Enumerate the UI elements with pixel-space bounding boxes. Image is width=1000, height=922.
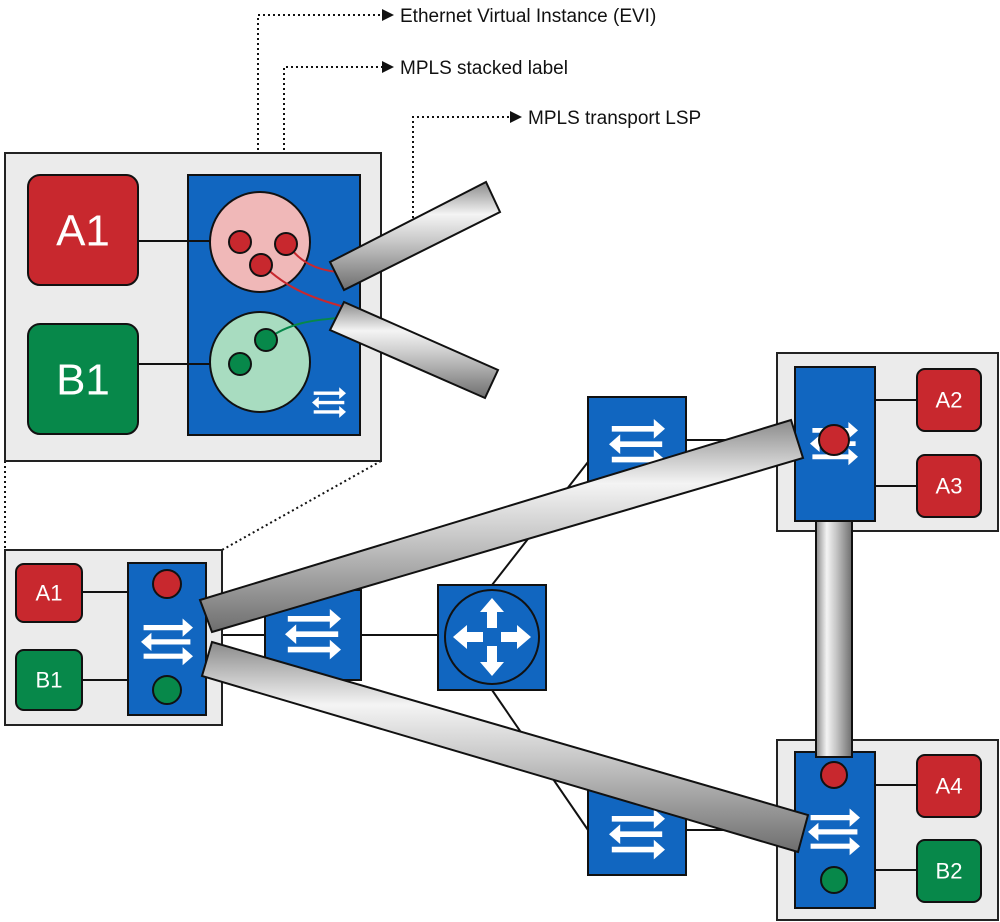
zoom-host-a1-label: A1 bbox=[56, 207, 110, 256]
left-host-a1[interactable] bbox=[15, 563, 83, 623]
red-evi-dot-icon bbox=[152, 569, 182, 599]
host-b2-label: B2 bbox=[936, 859, 963, 884]
lsp-tube-left-to-top bbox=[198, 418, 805, 634]
zoom-lsp-tube-lower bbox=[328, 300, 500, 400]
lsp-tube-right-vertical bbox=[815, 520, 853, 758]
switch-arrows-icon bbox=[141, 618, 193, 666]
host-a2-label: A2 bbox=[936, 388, 963, 413]
core-router[interactable] bbox=[437, 584, 547, 691]
host-a4-label: A4 bbox=[936, 774, 963, 799]
host-a3[interactable] bbox=[916, 454, 982, 518]
green-evi-dot-icon bbox=[820, 866, 848, 894]
host-a2[interactable] bbox=[916, 368, 982, 432]
switch-arrows-icon bbox=[285, 609, 341, 660]
zoomed-pe-site: A1 B1 bbox=[4, 152, 502, 462]
zoom-host-b1[interactable] bbox=[27, 323, 139, 435]
left-host-b1-label: B1 bbox=[36, 668, 63, 693]
red-evi-dot-icon bbox=[820, 761, 848, 789]
callout-transport-lsp: MPLS transport LSP bbox=[528, 108, 701, 129]
left-pe-site: A1 B1 bbox=[4, 549, 223, 726]
lsp-tube-left-to-bottom bbox=[200, 640, 810, 854]
callout-stacked-label: MPLS stacked label bbox=[400, 58, 568, 79]
host-a3-label: A3 bbox=[936, 474, 963, 499]
switch-arrows-icon bbox=[312, 387, 346, 418]
callout-evi-label: Ethernet Virtual Instance (EVI) bbox=[400, 6, 656, 27]
red-evi-dot-icon bbox=[249, 253, 273, 277]
green-evi-dot-icon bbox=[254, 328, 278, 352]
switch-arrows-icon bbox=[808, 808, 860, 856]
host-b2[interactable] bbox=[916, 839, 982, 903]
evi-red-circle bbox=[209, 191, 311, 293]
zoom-host-b1-label: B1 bbox=[56, 356, 110, 405]
evi-green-circle bbox=[209, 311, 311, 413]
right-bottom-pe-site: A4 B2 bbox=[776, 739, 999, 921]
red-evi-dot-icon bbox=[274, 232, 298, 256]
red-evi-dot-icon bbox=[818, 424, 850, 456]
zoom-lsp-tube-upper bbox=[328, 180, 502, 292]
left-host-a1-label: A1 bbox=[36, 581, 63, 606]
green-evi-dot-icon bbox=[152, 675, 182, 705]
host-a4[interactable] bbox=[916, 754, 982, 818]
left-host-b1[interactable] bbox=[15, 649, 83, 711]
green-evi-dot-icon bbox=[228, 352, 252, 376]
red-evi-dot-icon bbox=[228, 230, 252, 254]
zoom-host-a1[interactable] bbox=[27, 174, 139, 286]
right-top-pe-site: A2 A3 bbox=[776, 352, 999, 532]
router-arrows-icon bbox=[453, 598, 531, 676]
switch-arrows-icon bbox=[609, 809, 665, 860]
